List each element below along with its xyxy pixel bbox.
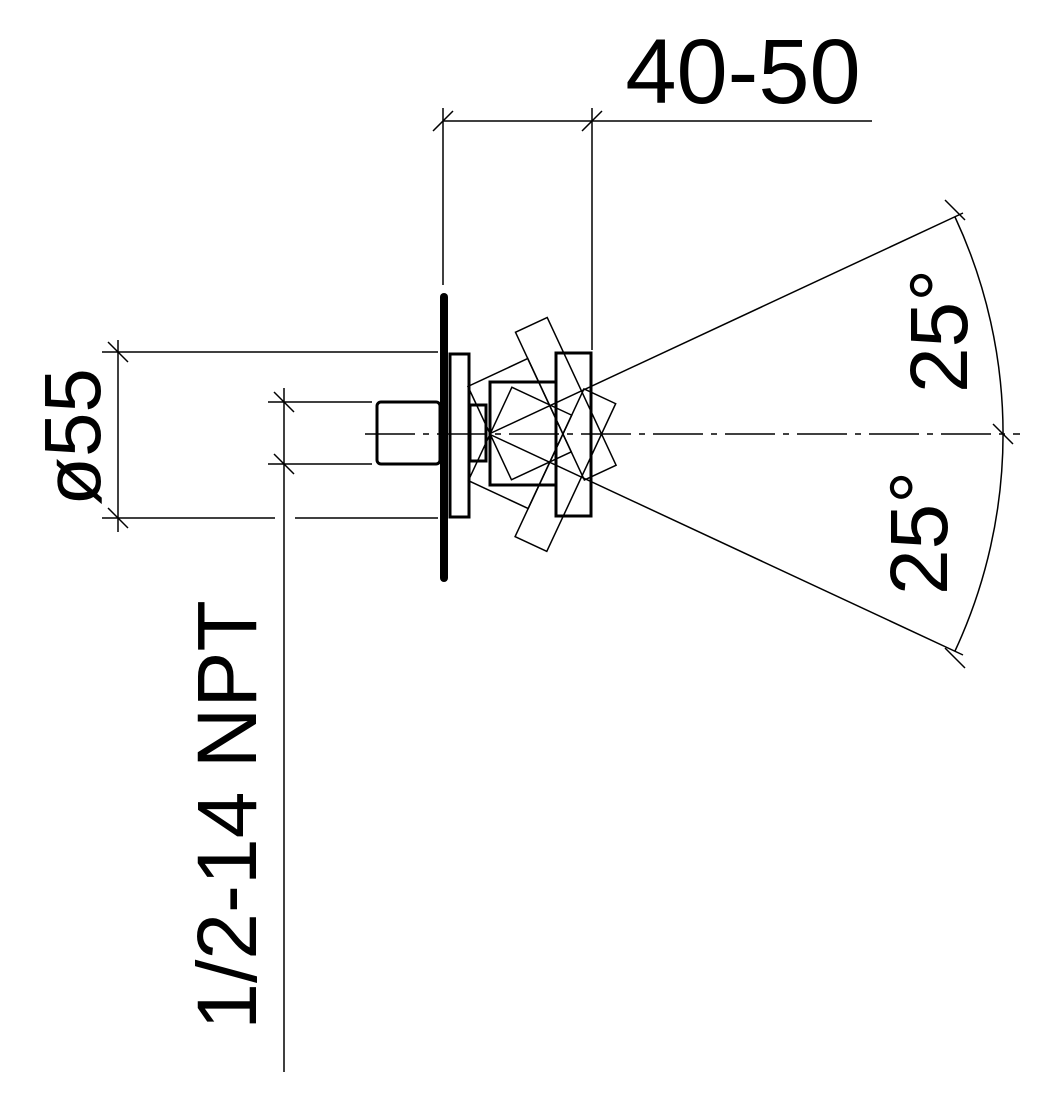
valve-body (375, 293, 593, 582)
thread-dimension (268, 388, 372, 1072)
diameter-dimension (102, 340, 438, 532)
rosette (448, 352, 471, 519)
thread-tick-top (273, 391, 295, 413)
thread-tick-bottom (273, 453, 295, 475)
angle-ray-lower (488, 433, 964, 656)
reach-dimension (432, 108, 872, 350)
angle-ray-upper (488, 212, 964, 435)
angle-tick-upper (944, 199, 966, 221)
diameter-tick-top (107, 341, 129, 363)
angle-label-lower: 25° (874, 471, 965, 595)
angle-dimension (488, 199, 1014, 669)
thread-dimension-label: 1/2-14 NPT (180, 600, 274, 1030)
neck (468, 403, 488, 463)
angle-label-upper: 25° (894, 269, 985, 393)
reach-tick-right (581, 110, 603, 132)
reach-dimension-label: 40-50 (625, 21, 860, 123)
diameter-tick-bottom (107, 507, 129, 529)
angle-tick-lower (944, 647, 966, 669)
diameter-dimension-label: ø55 (28, 368, 117, 506)
thread-pipe (375, 400, 442, 466)
reach-tick-left (432, 110, 454, 132)
angle-tick-middle (992, 423, 1014, 445)
